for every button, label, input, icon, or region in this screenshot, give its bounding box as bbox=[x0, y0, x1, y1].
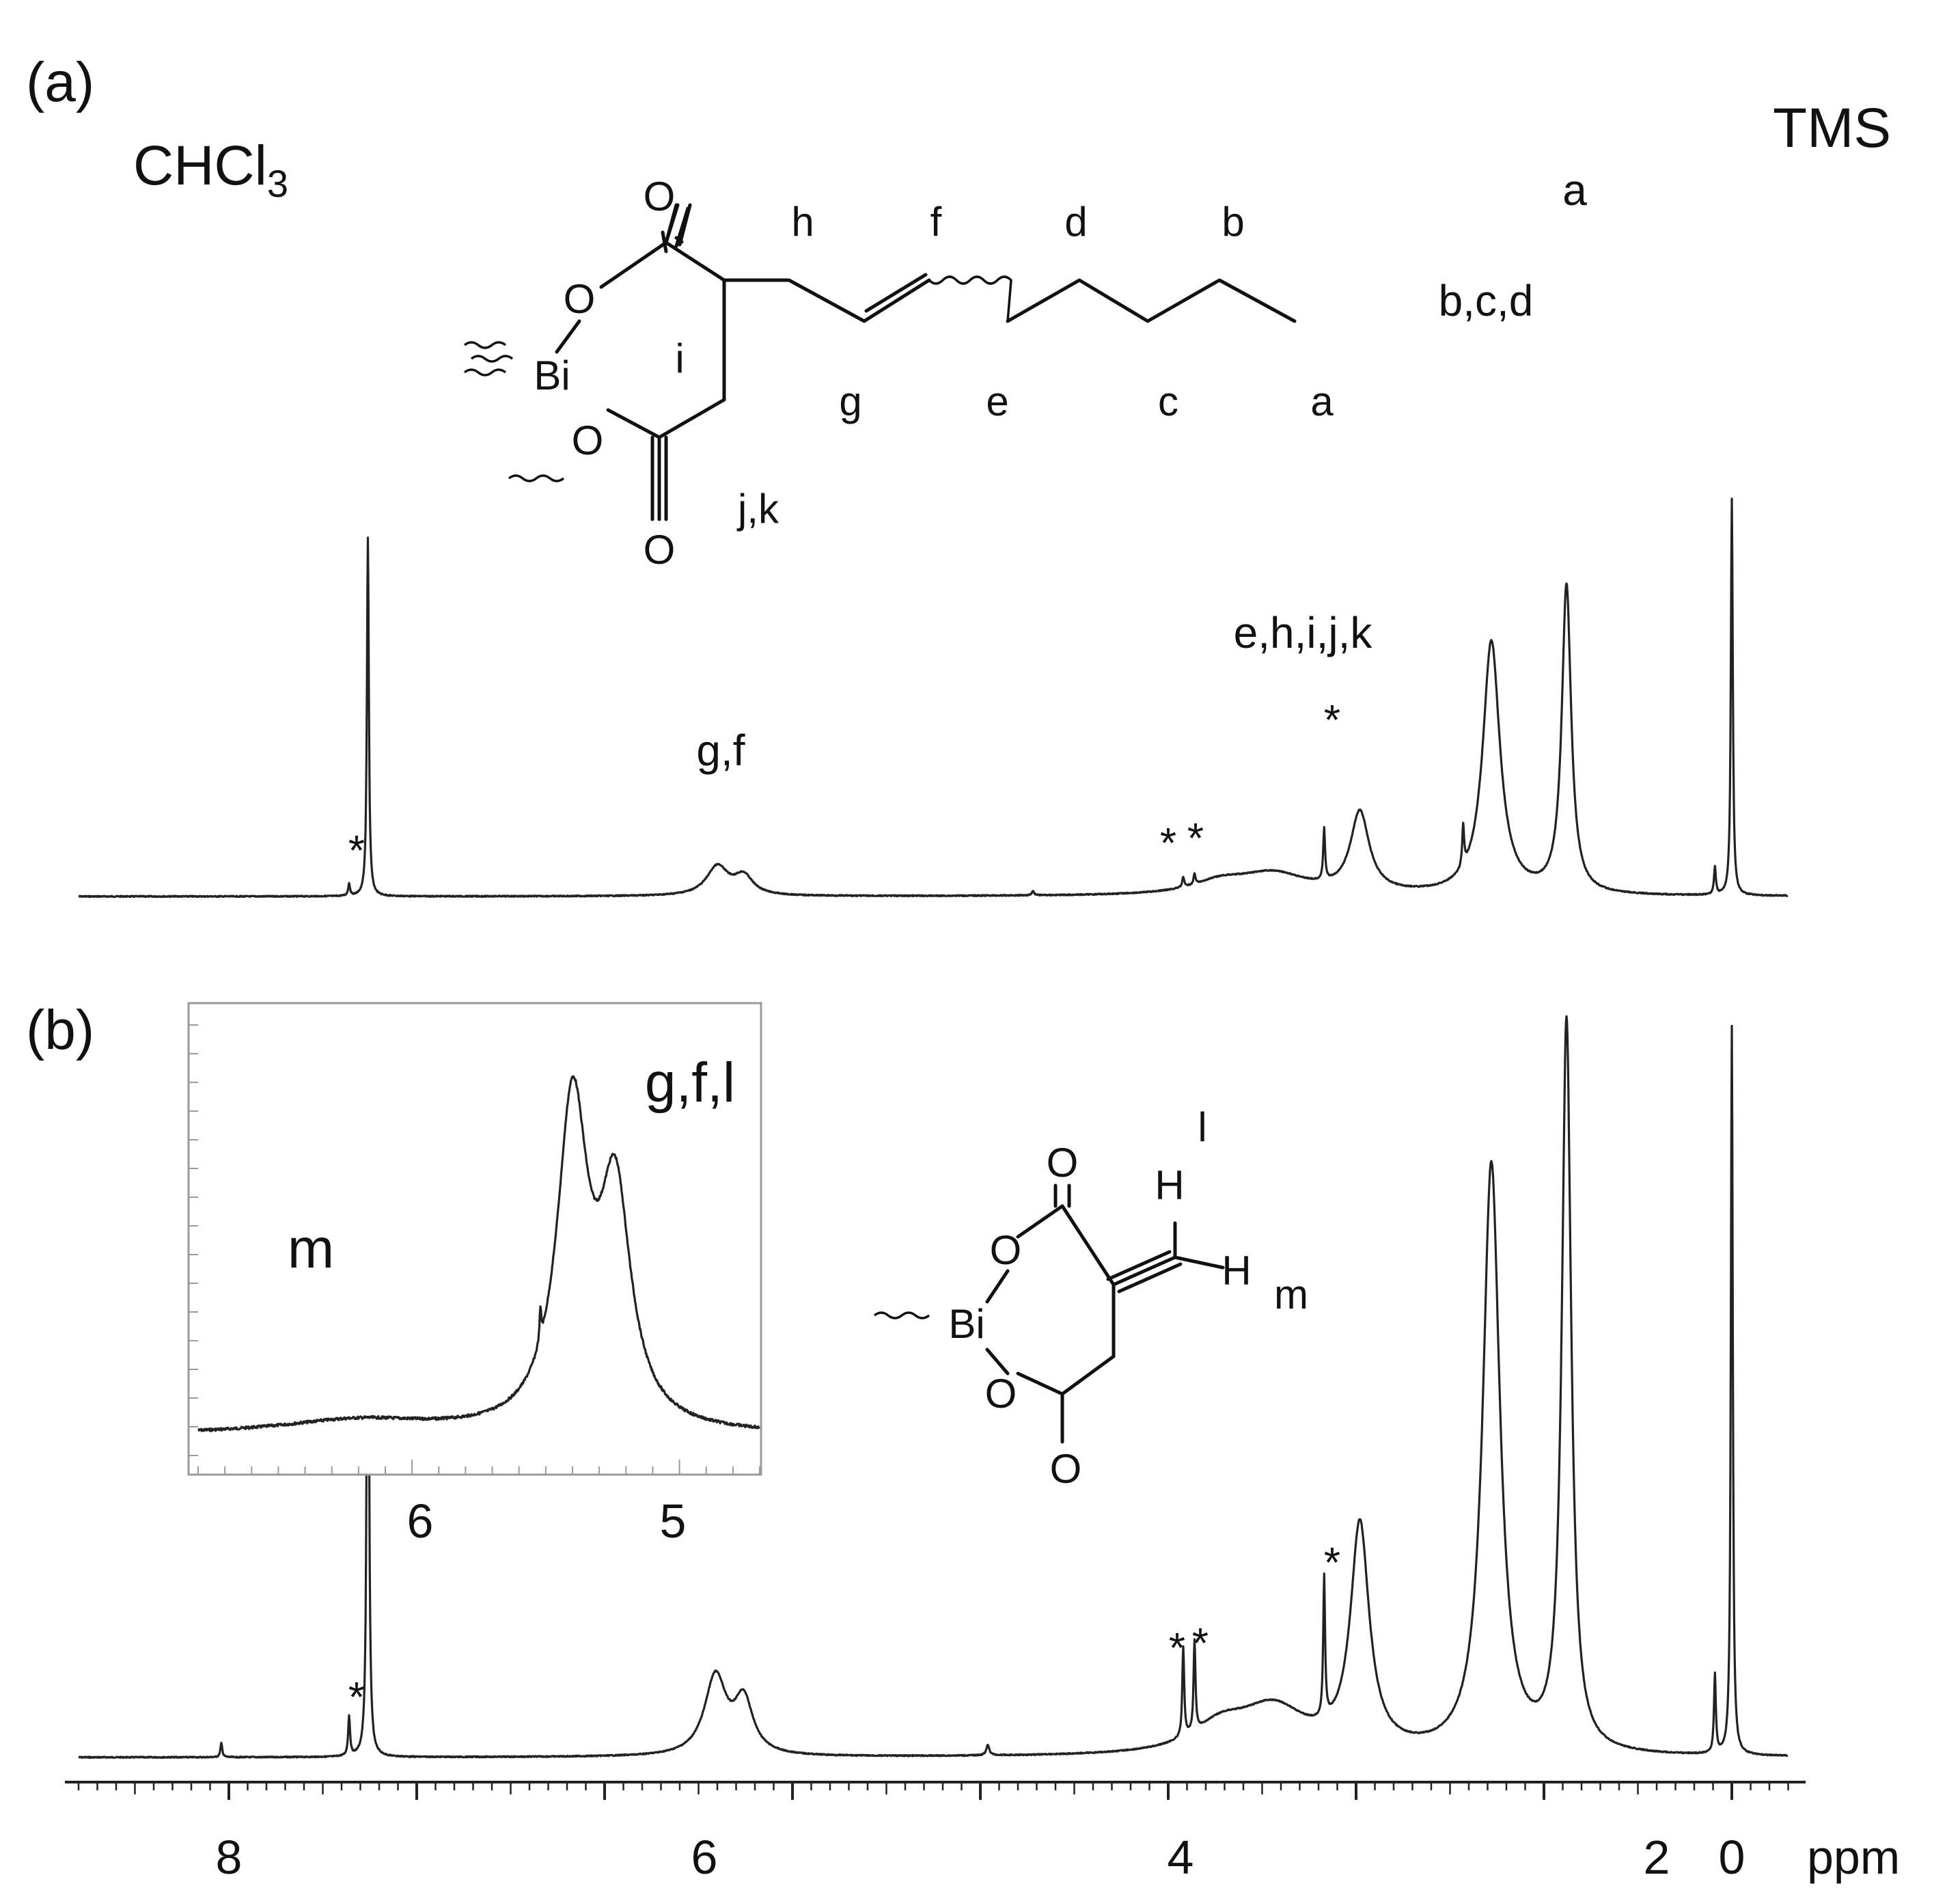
solvent-label-text: CHCl bbox=[133, 135, 267, 197]
structure-b-atom-o3: O bbox=[985, 1371, 1017, 1417]
structure-b-bond-alkene bbox=[1106, 1250, 1183, 1294]
structure-b-bonds bbox=[985, 1204, 1225, 1444]
structure-a-atom-o4: O bbox=[644, 527, 676, 573]
structure-a-wavy-bi-top bbox=[463, 341, 514, 377]
inset-bottom-ticks bbox=[197, 1460, 760, 1475]
structure-a-label-h: h bbox=[791, 199, 814, 245]
structure-a-wavy-bi-bottom bbox=[508, 474, 565, 482]
structure-a-label-g: g bbox=[839, 379, 861, 424]
structure-a-label-i: i bbox=[675, 336, 684, 381]
structure-b: O H O H Bi O O l m bbox=[873, 1104, 1308, 1492]
structure-a-label-b: b bbox=[1221, 199, 1244, 245]
inset-plot: g,f,l m 6 5 bbox=[187, 1002, 762, 1548]
inset-label-m: m bbox=[288, 1218, 334, 1280]
structure-a-label-c: c bbox=[1158, 379, 1178, 424]
inset-left-ticks bbox=[189, 1024, 198, 1456]
structure-a-label-e: e bbox=[986, 379, 1008, 424]
x-tick-label-8: 8 bbox=[216, 1831, 243, 1884]
structure-b-label-m: m bbox=[1274, 1272, 1308, 1317]
x-tick-label-2: 2 bbox=[1644, 1831, 1670, 1884]
structure-a-label-jk: j,k bbox=[736, 486, 779, 532]
inset-tick-label-6: 6 bbox=[407, 1494, 434, 1548]
structure-a-label-f: f bbox=[930, 199, 942, 245]
structure-b-atom-o4: O bbox=[1050, 1446, 1082, 1492]
structure-a-wavy-chain bbox=[928, 275, 1012, 322]
x-axis: 8 6 4 2 0 ppm bbox=[65, 1781, 1900, 1884]
impurity-star-b1: * bbox=[348, 1674, 365, 1721]
inset-tick-label-5: 5 bbox=[660, 1494, 687, 1548]
x-axis-ticks bbox=[77, 1782, 1789, 1800]
inset-spectrum-trace bbox=[197, 1075, 760, 1432]
spectrum-trace-b bbox=[78, 1015, 1789, 1759]
structure-a: O O Bi O O h f d b i g e c a j,k bbox=[463, 174, 1334, 573]
impurity-star-a1: * bbox=[348, 828, 365, 875]
structure-a-bond-co-bottom bbox=[650, 435, 668, 521]
structure-a-bond-co-top bbox=[664, 203, 690, 248]
structure-b-atom-o2: O bbox=[990, 1227, 1022, 1273]
impurity-star-b4: * bbox=[1324, 1540, 1340, 1587]
panel-a-label: (a) bbox=[26, 51, 94, 113]
structure-b-atom-h2: H bbox=[1221, 1248, 1251, 1294]
reference-label: TMS bbox=[1773, 97, 1891, 159]
spectrum-trace-a bbox=[78, 497, 1789, 899]
peak-label-bcd: b,c,d bbox=[1439, 276, 1534, 325]
structure-b-atom-o1: O bbox=[1047, 1140, 1079, 1186]
structure-b-bond-o-c-bottom bbox=[1016, 1371, 1064, 1396]
impurity-star-a2: * bbox=[1160, 820, 1176, 867]
inset-label-gfl: g,f,l bbox=[645, 1052, 735, 1114]
structure-b-wavy-bi bbox=[873, 1311, 930, 1319]
panel-b-label: (b) bbox=[26, 999, 94, 1061]
structure-a-bond-o-bi bbox=[555, 319, 581, 354]
structure-a-atom-bi: Bi bbox=[534, 353, 570, 398]
structure-b-label-l: l bbox=[1198, 1104, 1206, 1150]
structure-b-bond-co-top bbox=[1053, 1184, 1071, 1208]
structure-b-atom-bi: Bi bbox=[948, 1301, 984, 1347]
x-tick-label-4: 4 bbox=[1168, 1831, 1194, 1884]
peak-label-a: a bbox=[1562, 165, 1587, 215]
structure-b-atom-h1: H bbox=[1155, 1162, 1184, 1208]
solvent-label: CHCl3 bbox=[133, 135, 288, 205]
structure-a-label-d: d bbox=[1064, 199, 1087, 245]
impurity-star-a4: * bbox=[1324, 697, 1340, 744]
peak-label-ehijk: e,h,i,j,k bbox=[1234, 608, 1373, 657]
impurity-star-a3: * bbox=[1187, 815, 1204, 862]
x-tick-label-0: 0 bbox=[1719, 1831, 1745, 1884]
structure-a-atom-o1: O bbox=[644, 174, 676, 219]
peak-label-gf: g,f bbox=[696, 726, 745, 775]
structure-a-atom-o3: O bbox=[572, 418, 604, 463]
x-tick-label-6: 6 bbox=[691, 1831, 718, 1884]
structure-a-label-a: a bbox=[1310, 379, 1334, 424]
solvent-label-subscript: 3 bbox=[267, 162, 288, 205]
x-axis-unit: ppm bbox=[1807, 1831, 1900, 1884]
structure-b-bond-o-c-top bbox=[1016, 1204, 1064, 1239]
structure-a-atom-o2: O bbox=[564, 276, 596, 322]
